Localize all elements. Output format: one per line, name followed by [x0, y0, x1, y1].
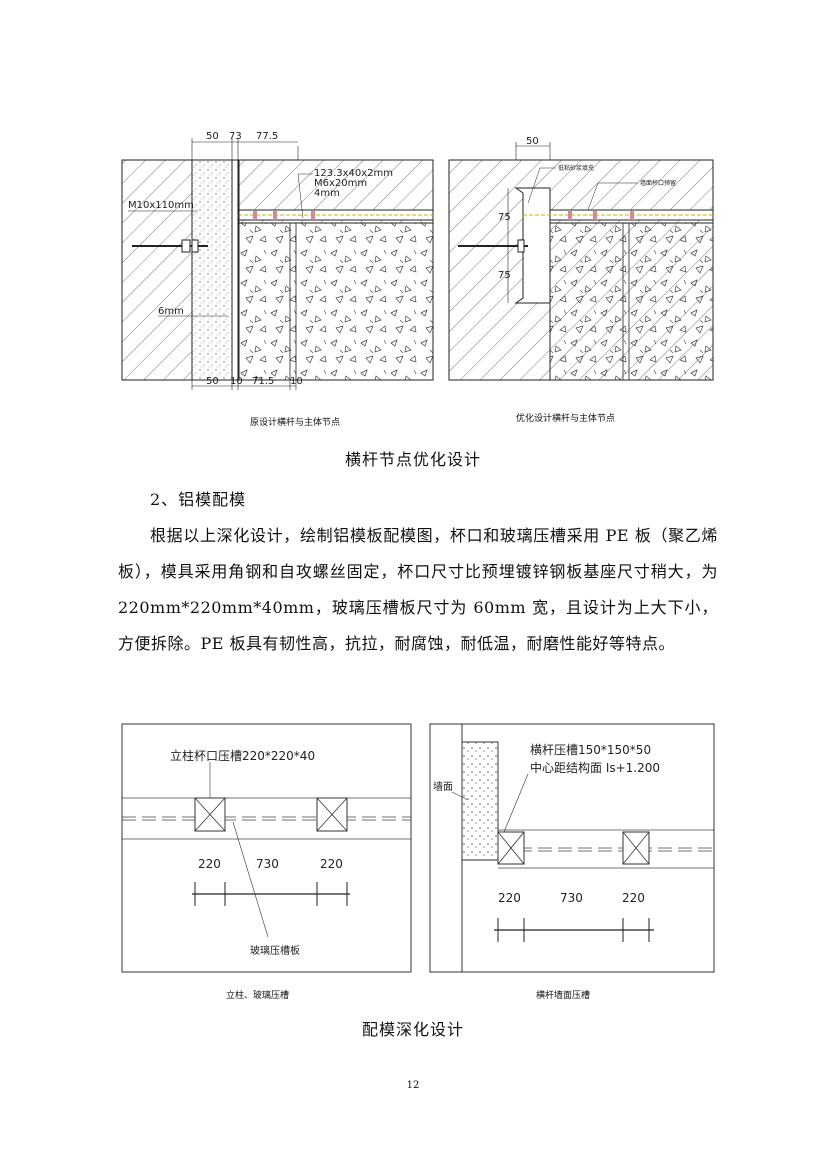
- column-groove-label: 立柱杯口压槽220*220*40: [170, 748, 315, 763]
- paragraph-text: 根据以上深化设计，绘制铝模板配模图，杯口和玻璃压槽采用 PE 板（聚乙烯板），模…: [118, 526, 718, 653]
- right-dim-top: 50: [526, 136, 539, 147]
- figure-1-drawing: 50 73 77.5 50 10 71.5 10 123.3x40x2mm M6…: [121, 131, 714, 428]
- subcaption-original: 原设计横杆与主体节点: [250, 416, 340, 428]
- annot-plate: 6mm: [158, 306, 184, 317]
- dim-220-b: 220: [320, 857, 343, 871]
- body-paragraph: 根据以上深化设计，绘制铝模板配模图，杯口和玻璃压槽采用 PE 板（聚乙烯板），模…: [118, 518, 718, 662]
- figure-1-caption: 横杆节点优化设计: [344, 450, 481, 469]
- dim-top-2: 73: [229, 131, 242, 142]
- annot-profile: 123.3x40x2mm: [314, 168, 393, 179]
- dim-bottom-4: 10: [290, 376, 303, 387]
- figure-2-drawing: 立柱杯口压槽220*220*40 220 730 220 玻璃压槽板 立柱、玻璃…: [121, 723, 715, 1001]
- wall-label: 墙面: [433, 780, 453, 793]
- dim-220-d: 220: [622, 891, 645, 905]
- dim-730-a: 730: [256, 857, 279, 871]
- annot-screw: M6x20mm: [314, 178, 367, 189]
- dim-top-3: 77.5: [256, 131, 278, 142]
- annot-cup: 墙面杯口预留: [640, 179, 676, 187]
- original-design-detail: 50 73 77.5 50 10 71.5 10 123.3x40x2mm M6…: [121, 131, 434, 428]
- dim-top-1: 50: [206, 131, 219, 142]
- dim-bottom-1: 50: [206, 376, 219, 387]
- annot-bolt: M10x110mm: [128, 200, 194, 211]
- subcaption-transom: 横杆墙面压槽: [536, 989, 590, 1001]
- transom-wall-groove-panel: 横杆压槽150*150*50 中心距结构面 Is+1.200 墙面 220 73…: [429, 723, 715, 1001]
- dim-730-b: 730: [560, 891, 583, 905]
- transom-groove-label: 横杆压槽150*150*50: [530, 743, 651, 757]
- dim-bottom-3: 71.5: [252, 376, 274, 387]
- column-groove-panel: 立柱杯口压槽220*220*40 220 730 220 玻璃压槽板 立柱、玻璃…: [121, 723, 412, 1001]
- annot-gasket: 4mm: [314, 188, 340, 199]
- subcaption-column: 立柱、玻璃压槽: [226, 989, 289, 1001]
- dim-220-a: 220: [198, 857, 221, 871]
- dim-bottom-2: 10: [230, 376, 243, 387]
- right-dim-side-1: 75: [498, 212, 511, 223]
- dim-220-c: 220: [498, 891, 521, 905]
- glass-groove-label: 玻璃压槽板: [250, 944, 300, 957]
- right-dim-side-2: 75: [498, 270, 511, 281]
- transom-offset-label: 中心距结构面 Is+1.200: [530, 760, 660, 775]
- subcaption-optimized: 优化设计横杆与主体节点: [516, 412, 615, 424]
- optimized-design-detail: 50 75 75 低粘砂浆填充 墙面杯口预留 优化设计横杆与主体节点: [448, 136, 714, 424]
- annot-mortar: 低粘砂浆填充: [558, 164, 594, 172]
- section-heading: 2、铝模配模: [150, 490, 247, 509]
- page-number: 12: [406, 1080, 420, 1091]
- figure-2-caption: 配模深化设计: [361, 1020, 464, 1039]
